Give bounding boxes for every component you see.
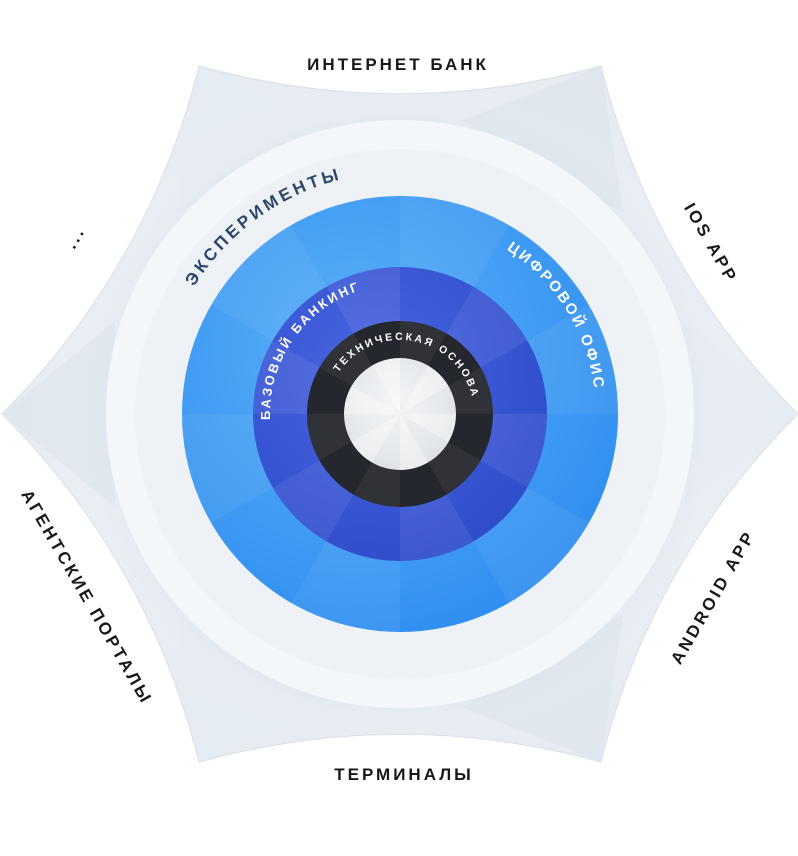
ring-segment	[473, 487, 589, 603]
ring-segment	[400, 321, 447, 366]
label-terminals: ТЕРМИНАЛЫ	[334, 765, 474, 784]
ring-segment	[400, 414, 456, 442]
ring-segment	[428, 442, 481, 495]
ring-segment	[319, 333, 372, 386]
ring-segment	[344, 386, 400, 414]
ring-segment	[448, 367, 493, 414]
ring-segment	[307, 414, 352, 461]
label-ellipsis: ...	[61, 222, 89, 252]
label-ios-app: IOS APP	[680, 200, 741, 287]
ring-segment	[372, 358, 400, 414]
core-banking-segments	[253, 267, 547, 561]
ring-segment	[400, 196, 509, 287]
ring-segment	[182, 414, 273, 523]
ring-segment	[326, 267, 400, 334]
ring-segment	[446, 286, 528, 368]
center-core	[344, 358, 456, 470]
ring-segment	[480, 414, 547, 488]
ring-segment	[253, 340, 320, 414]
ring-segment	[400, 365, 449, 414]
ring-segment	[211, 225, 327, 341]
ring-segment	[351, 414, 400, 463]
ring-segment	[400, 494, 474, 561]
center-segments	[344, 358, 456, 470]
ring-segment	[527, 305, 618, 414]
label-internet-bank: ИНТЕРНЕТ БАНК	[307, 55, 489, 74]
ring-segment	[291, 541, 400, 632]
ring-segment	[353, 462, 400, 507]
tech-base-segments	[307, 321, 493, 507]
ring-segment	[400, 414, 428, 470]
hexagon-facet	[2, 321, 115, 507]
digital-office-segments	[182, 196, 618, 632]
ring-segment	[272, 460, 354, 542]
hexagon-facet	[685, 321, 798, 507]
